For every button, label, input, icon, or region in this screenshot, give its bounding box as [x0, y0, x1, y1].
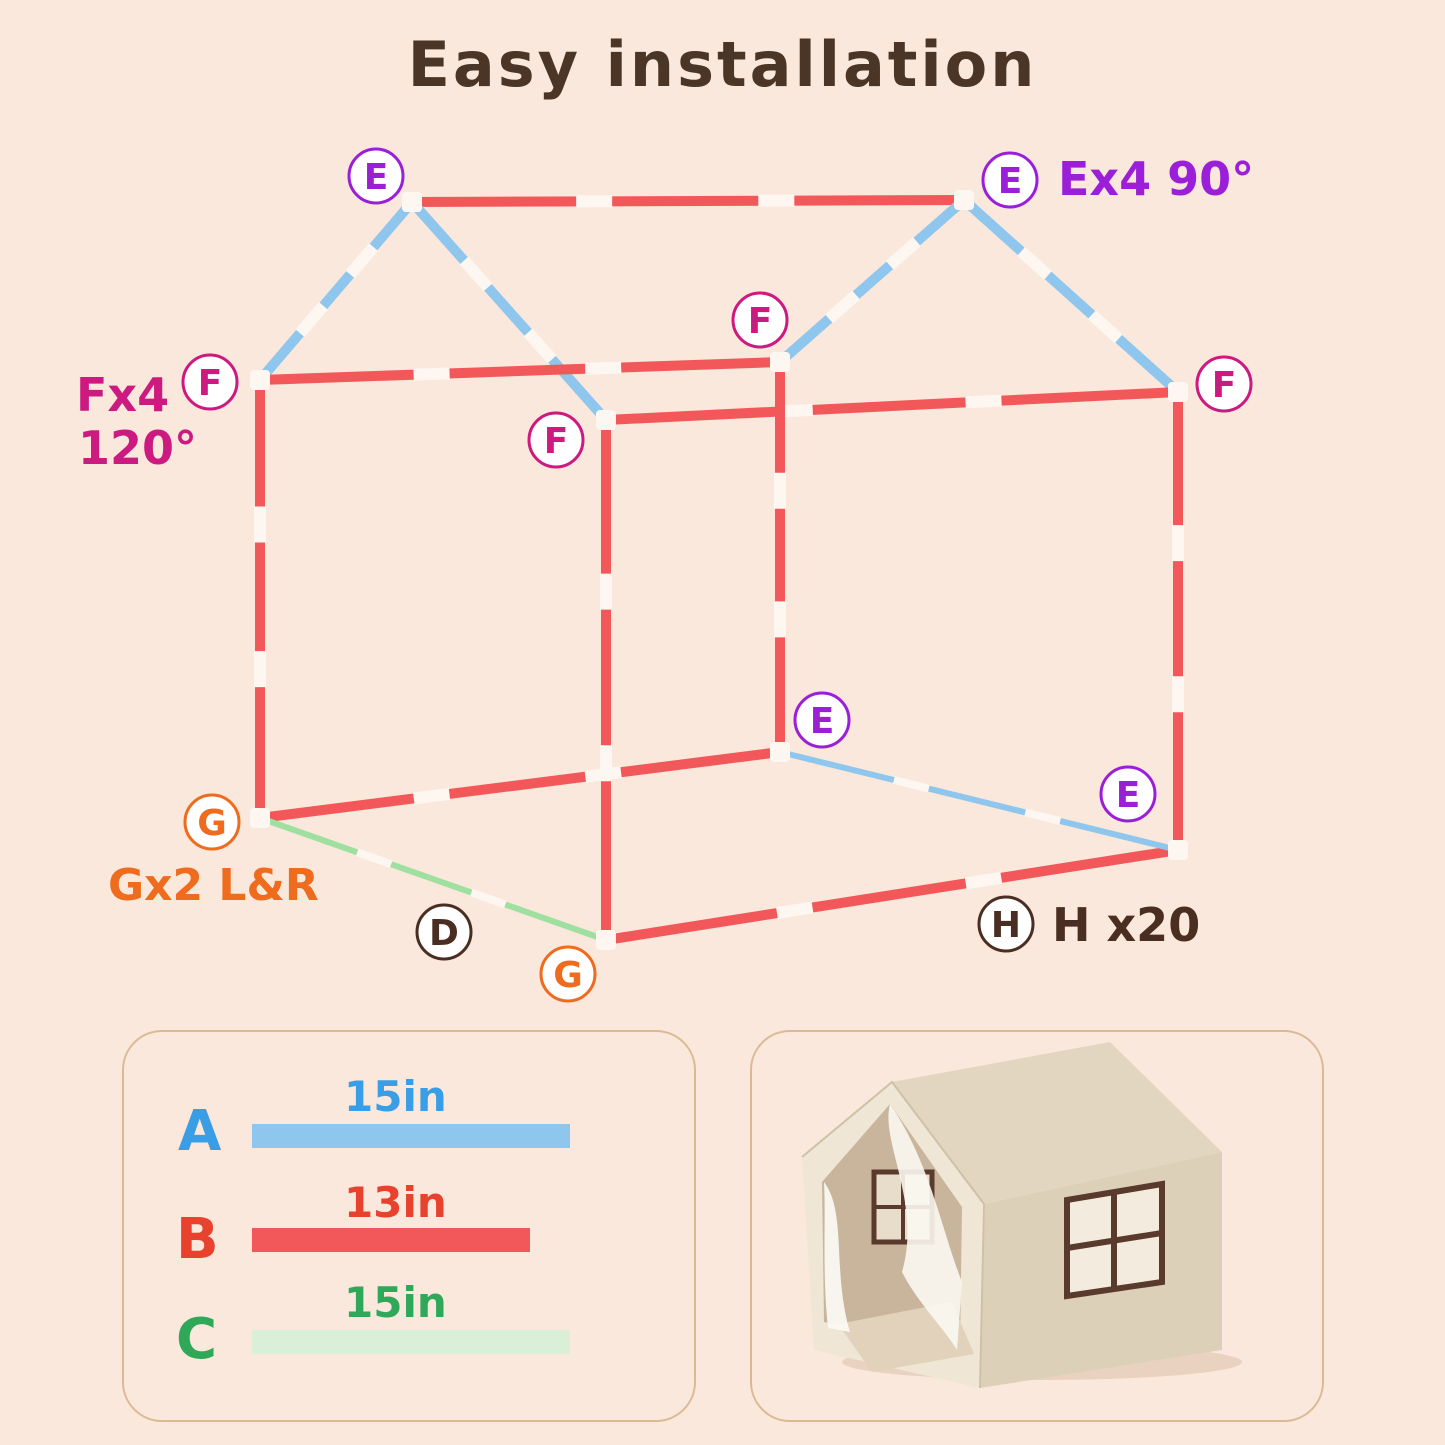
pole-a-rod	[252, 1124, 570, 1148]
svg-text:G: G	[553, 955, 583, 996]
pole-a-length: 15in	[344, 1072, 447, 1121]
h-connector-count-label: H x20	[1052, 898, 1201, 952]
e-connector-badge: E	[981, 151, 1039, 209]
h-connector-sleeve	[470, 888, 507, 909]
ridge-pole	[411, 195, 965, 207]
f-connector-angle-label: 120°	[78, 421, 198, 475]
svg-text:F: F	[748, 301, 773, 342]
joint-ridgeR	[954, 190, 974, 210]
roof-pole-back-left	[256, 198, 416, 384]
svg-text:E: E	[810, 701, 835, 742]
roof-pole-front-right	[960, 196, 1182, 396]
h-connector-badge: H	[977, 895, 1035, 953]
e-connector-badge: E	[347, 147, 405, 205]
h-connector-sleeve	[413, 367, 450, 381]
f-connector-badge: F	[731, 291, 789, 349]
pole-b-length: 13in	[344, 1178, 447, 1227]
h-connector-sleeve	[355, 848, 393, 869]
h-connector-sleeve	[345, 243, 379, 279]
joint-baseBR	[770, 742, 790, 762]
svg-text:F: F	[1212, 365, 1237, 406]
f-connector-count-label: Fx4	[76, 368, 170, 422]
e-connector-badge: E	[1099, 765, 1157, 823]
joint-eaveBL	[250, 370, 270, 390]
joint-baseBL	[250, 808, 270, 828]
tent-house-icon	[801, 1042, 1242, 1389]
svg-text:F: F	[544, 421, 569, 462]
h-connector-sleeve	[1087, 310, 1123, 344]
joint-baseFL	[596, 930, 616, 950]
base-pole-left-green	[259, 815, 607, 943]
h-connector-sleeve	[825, 290, 861, 324]
svg-text:F: F	[198, 363, 223, 404]
svg-text:D: D	[429, 913, 459, 954]
f-connector-badge: F	[181, 353, 239, 411]
h-connector-sleeve	[892, 776, 930, 793]
pole-c-rod	[252, 1330, 570, 1354]
roof-pole-back-right	[776, 196, 968, 366]
svg-text:E: E	[1116, 775, 1141, 816]
f-connector-badge: F	[1195, 355, 1253, 413]
joint-eaveFR	[1168, 382, 1188, 402]
h-connector-sleeve	[1017, 246, 1053, 280]
h-connector-sleeve	[964, 871, 1003, 890]
h-connector-sleeve	[523, 328, 557, 364]
e-connector-count-label: Ex4 90°	[1058, 152, 1255, 206]
frame-diagram: E E F F F F E E G G D H	[181, 147, 1253, 1003]
pole-c-letter: C	[176, 1307, 218, 1372]
d-connector-badge: D	[415, 903, 473, 961]
pole-c-length: 15in	[344, 1278, 447, 1327]
pole-length-panel: A 15in B 13in C 15in	[122, 1030, 696, 1422]
joint-eaveBR	[770, 352, 790, 372]
eave-pole-back	[259, 357, 781, 385]
h-connector-sleeve	[412, 788, 451, 805]
h-connector-sleeve	[1024, 808, 1062, 825]
base-pole-right-blue	[779, 749, 1179, 853]
h-connector-sleeve	[776, 901, 814, 920]
f-connector-badge: F	[527, 411, 585, 469]
h-connector-sleeve	[459, 256, 493, 292]
svg-text:E: E	[364, 157, 389, 198]
h-connector-sleeve	[585, 361, 622, 375]
h-connector-sleeve	[584, 766, 622, 783]
h-connector-sleeve	[965, 394, 1002, 409]
eave-pole-front	[605, 387, 1179, 425]
pole-b-rod	[252, 1228, 530, 1252]
svg-text:G: G	[197, 803, 227, 844]
svg-text:H: H	[991, 905, 1021, 946]
g-connector-badge: G	[539, 945, 597, 1003]
joint-baseFR	[1168, 840, 1188, 860]
assembled-tent-photo-panel	[750, 1030, 1324, 1422]
h-connector-sleeve	[885, 237, 921, 270]
pole-a-letter: A	[178, 1099, 222, 1164]
page-title: Easy installation	[407, 28, 1038, 101]
base-pole-front	[605, 845, 1179, 945]
g-connector-badge: G	[183, 793, 241, 851]
joint-ridgeL	[402, 192, 422, 212]
base-pole-back	[259, 747, 781, 823]
pole-b-letter: B	[176, 1207, 219, 1272]
joint-eaveFL	[596, 410, 616, 430]
g-connector-count-label: Gx2 L&R	[108, 860, 319, 911]
h-connector-sleeve	[295, 301, 328, 338]
roof-pole-front-left	[408, 198, 610, 424]
e-connector-badge: E	[793, 691, 851, 749]
svg-text:E: E	[998, 161, 1023, 202]
